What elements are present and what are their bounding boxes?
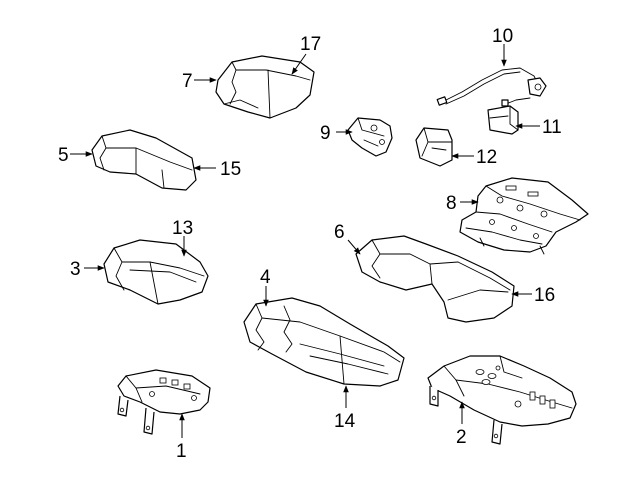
callout-2: 2 — [456, 427, 467, 448]
seat-frame — [459, 177, 589, 255]
callout-8: 8 — [446, 193, 457, 214]
callout-13: 13 — [172, 218, 193, 239]
seat-cushion — [243, 297, 405, 387]
latch-bracket — [347, 117, 393, 157]
cable-harness — [436, 67, 547, 107]
callout-15: 15 — [220, 159, 241, 180]
callout-6: 6 — [334, 222, 345, 243]
back-cushion-upper — [215, 55, 315, 119]
callout-12: 12 — [476, 147, 497, 168]
seat-pan-frame — [427, 355, 577, 445]
callout-4: 4 — [260, 267, 271, 288]
callout-14: 14 — [334, 411, 356, 432]
callout-1: 1 — [176, 441, 187, 462]
callout-7: 7 — [182, 71, 193, 92]
callout-9: 9 — [320, 123, 331, 144]
callout-10: 10 — [492, 26, 513, 47]
callout-3: 3 — [70, 259, 81, 280]
seat-bracket — [117, 369, 211, 435]
callouts: 17 7 5 15 13 3 4 14 1 2 6 16 8 9 12 10 1… — [58, 26, 562, 462]
back-cushion-mid — [103, 239, 209, 305]
back-cushion-side — [91, 129, 197, 191]
callout-17: 17 — [300, 34, 321, 55]
callout-11: 11 — [542, 117, 562, 138]
side-bolster — [355, 235, 515, 323]
trim-cover — [415, 127, 453, 167]
leader-lines — [70, 44, 540, 438]
callout-16: 16 — [534, 285, 555, 306]
callout-5: 5 — [58, 145, 69, 166]
leader-6 — [347, 239, 361, 255]
leader-17 — [291, 53, 307, 75]
clip-bracket — [487, 105, 519, 135]
